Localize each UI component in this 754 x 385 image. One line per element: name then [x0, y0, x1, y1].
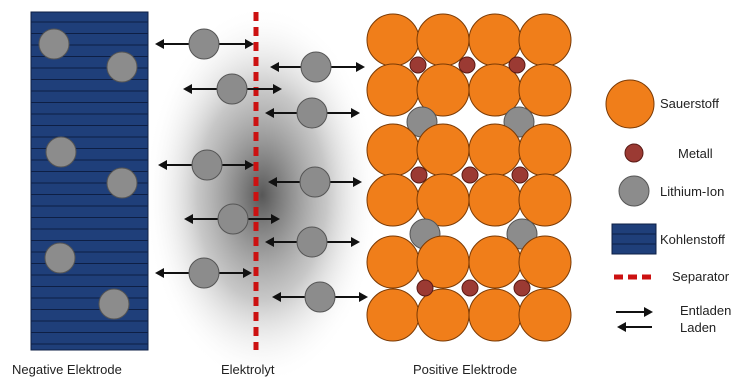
- charge-arrowhead: [183, 84, 192, 94]
- charge-arrowhead: [155, 39, 164, 49]
- lithium-ion: [217, 203, 249, 235]
- discharge-arrowhead: [353, 177, 362, 187]
- charge-arrowhead: [270, 62, 279, 72]
- oxygen-atom: [518, 288, 572, 342]
- oxygen-atom: [518, 13, 572, 67]
- lithium-ion: [106, 51, 138, 83]
- lithium-ion: [296, 226, 328, 258]
- lithium-ion: [106, 167, 138, 199]
- legend: [605, 79, 657, 332]
- oxygen-atom: [416, 173, 470, 227]
- electrolyte-ions: [155, 28, 368, 313]
- charge-arrowhead: [158, 160, 167, 170]
- oxygen-atom: [416, 123, 470, 177]
- discharge-arrowhead: [243, 268, 252, 278]
- metal-atom: [513, 279, 531, 297]
- discharge-arrowhead: [273, 84, 282, 94]
- lithium-ion: [216, 73, 248, 105]
- electrolyte-caption: Elektrolyt: [221, 362, 275, 377]
- lithium-ion: [296, 97, 328, 129]
- metal-atom: [410, 166, 428, 184]
- legend-discharge-arrowhead: [644, 307, 653, 317]
- lithium-ion: [98, 288, 130, 320]
- legend-charge-label: Laden: [680, 320, 717, 335]
- oxygen-atom: [366, 63, 420, 117]
- oxygen-atom: [366, 173, 420, 227]
- electrolyte-region: [144, 5, 380, 385]
- lithium-ion: [299, 166, 331, 198]
- charge-arrowhead: [265, 108, 274, 118]
- oxygen-atom: [366, 123, 420, 177]
- metal-atom: [416, 279, 434, 297]
- metal-atom: [461, 279, 479, 297]
- charge-arrowhead: [268, 177, 277, 187]
- legend-charge-arrowhead: [617, 322, 626, 332]
- legend-lithium-icon: [618, 175, 650, 207]
- metal-atom: [458, 56, 476, 74]
- oxygen-atom: [366, 235, 420, 289]
- metal-atom: [409, 56, 427, 74]
- positive-electrode-caption: Positive Elektrode: [413, 362, 518, 377]
- legend-carbon-label: Kohlenstoff: [660, 232, 725, 247]
- lithium-ion: [38, 28, 70, 60]
- discharge-arrowhead: [271, 214, 280, 224]
- oxygen-atom: [518, 123, 572, 177]
- charge-arrowhead: [184, 214, 193, 224]
- negative-electrode-caption: Negative Elektrode: [12, 362, 122, 377]
- legend-carbon-icon: [611, 223, 657, 255]
- positive-electrode: [366, 13, 572, 342]
- lithium-ion: [304, 281, 336, 313]
- negative-electrode: [30, 11, 149, 351]
- lithium-ion: [191, 149, 223, 181]
- lithium-ion: [45, 136, 77, 168]
- oxygen-atom: [366, 288, 420, 342]
- legend-discharge-label: Entladen: [680, 303, 732, 318]
- legend-oxygen-label: Sauerstoff: [660, 96, 720, 111]
- oxygen-atom: [468, 173, 522, 227]
- metal-atom: [461, 166, 479, 184]
- discharge-arrowhead: [245, 39, 254, 49]
- oxygen-atom: [468, 288, 522, 342]
- lithium-ion: [44, 242, 76, 274]
- legend-separator-label: Separator: [672, 269, 730, 284]
- charge-arrowhead: [272, 292, 281, 302]
- discharge-arrowhead: [351, 237, 360, 247]
- oxygen-atom: [518, 235, 572, 289]
- charge-arrowhead: [155, 268, 164, 278]
- oxygen-atom: [416, 288, 470, 342]
- legend-metal-icon: [624, 143, 644, 163]
- legend-lithium-label: Lithium-Ion: [660, 184, 725, 199]
- metal-atom: [508, 56, 526, 74]
- discharge-arrowhead: [359, 292, 368, 302]
- oxygen-atom: [416, 13, 470, 67]
- lithium-ion: [188, 28, 220, 60]
- oxygen-atom: [468, 123, 522, 177]
- oxygen-atom: [518, 63, 572, 117]
- legend-oxygen-icon: [605, 79, 655, 129]
- legend-metal-label: Metall: [678, 146, 713, 161]
- lithium-ion: [188, 257, 220, 289]
- discharge-arrowhead: [351, 108, 360, 118]
- charge-arrowhead: [265, 237, 274, 247]
- oxygen-atom: [468, 235, 522, 289]
- discharge-arrowhead: [245, 160, 254, 170]
- metal-atom: [511, 166, 529, 184]
- oxygen-atom: [518, 173, 572, 227]
- oxygen-atom: [366, 13, 420, 67]
- lithium-ion: [300, 51, 332, 83]
- discharge-arrowhead: [356, 62, 365, 72]
